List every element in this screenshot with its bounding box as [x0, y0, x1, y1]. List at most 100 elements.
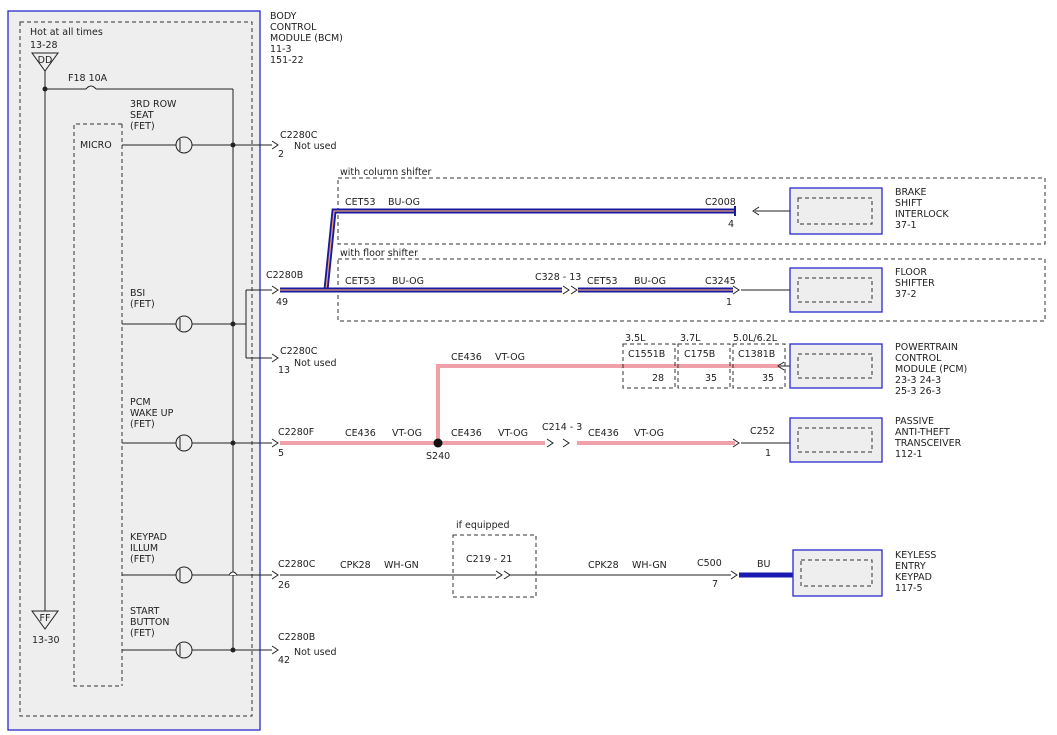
fet-label: PCM [130, 397, 151, 408]
if-equipped-box [452, 534, 537, 598]
splice-label: S240 [426, 451, 450, 462]
inline-connector-icon [546, 438, 554, 448]
wire-bu-og [280, 208, 735, 293]
circuit-label: CPK28 [588, 560, 619, 571]
connector-arrow-icon [271, 285, 279, 295]
fet-label: (FET) [130, 299, 155, 310]
fet-label: START [130, 606, 160, 617]
fet-pcm-wake-up: PCM WAKE UP (FET) [122, 397, 272, 452]
fet-label: SEAT [130, 110, 154, 121]
component-inner-box [797, 353, 873, 379]
inline-connector-icon [562, 285, 570, 295]
circuit-label: CET53 [587, 276, 618, 287]
bcm-title-line: BODY [270, 11, 297, 22]
connector-arrow-icon [271, 140, 279, 150]
pin-connector-label: C2280C [280, 130, 318, 141]
circuit-label: CET53 [345, 276, 376, 287]
circuit-label: CE436 [451, 428, 482, 439]
component-label: 112-1 [895, 449, 923, 460]
column-shifter-label: with column shifter [340, 167, 432, 178]
connector-arrow-icon [271, 353, 279, 363]
connector-arrow-icon [271, 438, 279, 448]
pin-connector-label: C2280B [266, 270, 303, 281]
component-label: FLOOR [895, 267, 927, 278]
connector-arrow-icon [752, 206, 760, 216]
ff-node-label: FF [40, 613, 51, 624]
connector-arrow-icon [271, 645, 279, 655]
component-pats: PASSIVE ANTI-THEFT TRANSCEIVER 112-1 [789, 416, 962, 463]
fet-label: 3RD ROW [130, 99, 177, 110]
circuit-label: CET53 [345, 197, 376, 208]
micro-label: MICRO [80, 140, 112, 151]
bcm-module-box [7, 10, 261, 731]
component-inner-box [800, 559, 873, 587]
pin-c2280f-5: C2280F 5 [271, 427, 314, 459]
pin-connector-label: C2280C [278, 559, 316, 570]
component-label: ENTRY [895, 561, 926, 572]
component-label: PASSIVE [895, 416, 934, 427]
inline-connector-icon [495, 570, 503, 580]
component-label: SHIFTER [895, 278, 935, 289]
circuit-label: CE436 [451, 352, 482, 363]
fet-label: KEYPAD [130, 532, 167, 543]
pin-number: 5 [278, 448, 284, 459]
splice-s240 [433, 438, 443, 448]
dd-triangle-icon [31, 52, 59, 72]
component-box [789, 187, 883, 235]
inline-connector-label: C3245 [705, 276, 736, 287]
fet-label: BSI [130, 288, 145, 299]
wire-color-label: WH-GN [632, 560, 667, 571]
pcm-option-box [622, 343, 676, 389]
fuse-label: F18 10A [68, 73, 108, 84]
bcm-title-line: 151-22 [270, 55, 304, 66]
component-label: TRANSCEIVER [894, 438, 962, 449]
circuit-label: CE436 [588, 428, 619, 439]
inline-connector-icon [503, 570, 511, 580]
inline-connector-label: C252 [750, 426, 775, 437]
component-inner-box [797, 427, 873, 453]
fet-keypad-illum: KEYPAD ILLUM (FET) [122, 532, 272, 584]
component-box [789, 417, 883, 463]
bcm-junction [230, 647, 236, 653]
connector-arrow-icon [777, 361, 785, 371]
component-keyless-entry-keypad: KEYLESS ENTRY KEYPAD 117-5 [792, 549, 936, 597]
component-label: 37-2 [895, 289, 917, 300]
component-brake-shift-interlock: BRAKE SHIFT INTERLOCK 37-1 [789, 187, 949, 235]
wire-vt-og [280, 364, 780, 445]
fet-label: (FET) [130, 419, 155, 430]
floor-shifter-label: with floor shifter [340, 248, 418, 259]
inline-connector-icon [562, 438, 570, 448]
component-label: ANTI-THEFT [895, 427, 950, 438]
pin-connector-label: C2280B [278, 632, 315, 643]
bcm-junction [230, 321, 236, 327]
pcm-connector-label: C1381B [738, 349, 775, 360]
wire-color-label: WH-GN [384, 560, 419, 571]
wire-to-pcm [436, 364, 780, 443]
component-box [789, 343, 883, 389]
pin-number: 42 [278, 655, 290, 666]
if-equipped-label: if equipped [456, 520, 509, 531]
bcm-title-line: MODULE (BCM) [270, 33, 343, 44]
circuit-label: CPK28 [340, 560, 371, 571]
wire-color-label: VT-OG [495, 352, 525, 363]
fet-start-button: START BUTTON (FET) [122, 606, 272, 659]
fet-label: BUTTON [130, 617, 170, 628]
connector-arrow-icon [732, 438, 740, 448]
wire-color-label: VT-OG [392, 428, 422, 439]
fuse-f18-icon [85, 85, 97, 90]
component-pcm: POWERTRAIN CONTROL MODULE (PCM) 23-3 24-… [789, 342, 967, 397]
bcm-junction [230, 440, 236, 446]
connector-arrow-icon [730, 570, 738, 580]
pin-number: 7 [712, 579, 718, 590]
bcm-title: BODY CONTROL MODULE (BCM) 11-3 151-22 [270, 11, 343, 66]
circuit-label: CE436 [345, 428, 376, 439]
inline-connector-label: C219 - 21 [466, 554, 512, 565]
wire-color-label: VT-OG [498, 428, 528, 439]
micro-box [73, 123, 122, 687]
dd-node-label: DD [38, 55, 53, 66]
hot-ref-label: 13-28 [30, 40, 58, 51]
component-label: KEYPAD [895, 572, 932, 583]
bcm-title-line: 11-3 [270, 44, 292, 55]
component-box [792, 549, 883, 597]
ff-ref-label: 13-30 [32, 635, 60, 646]
